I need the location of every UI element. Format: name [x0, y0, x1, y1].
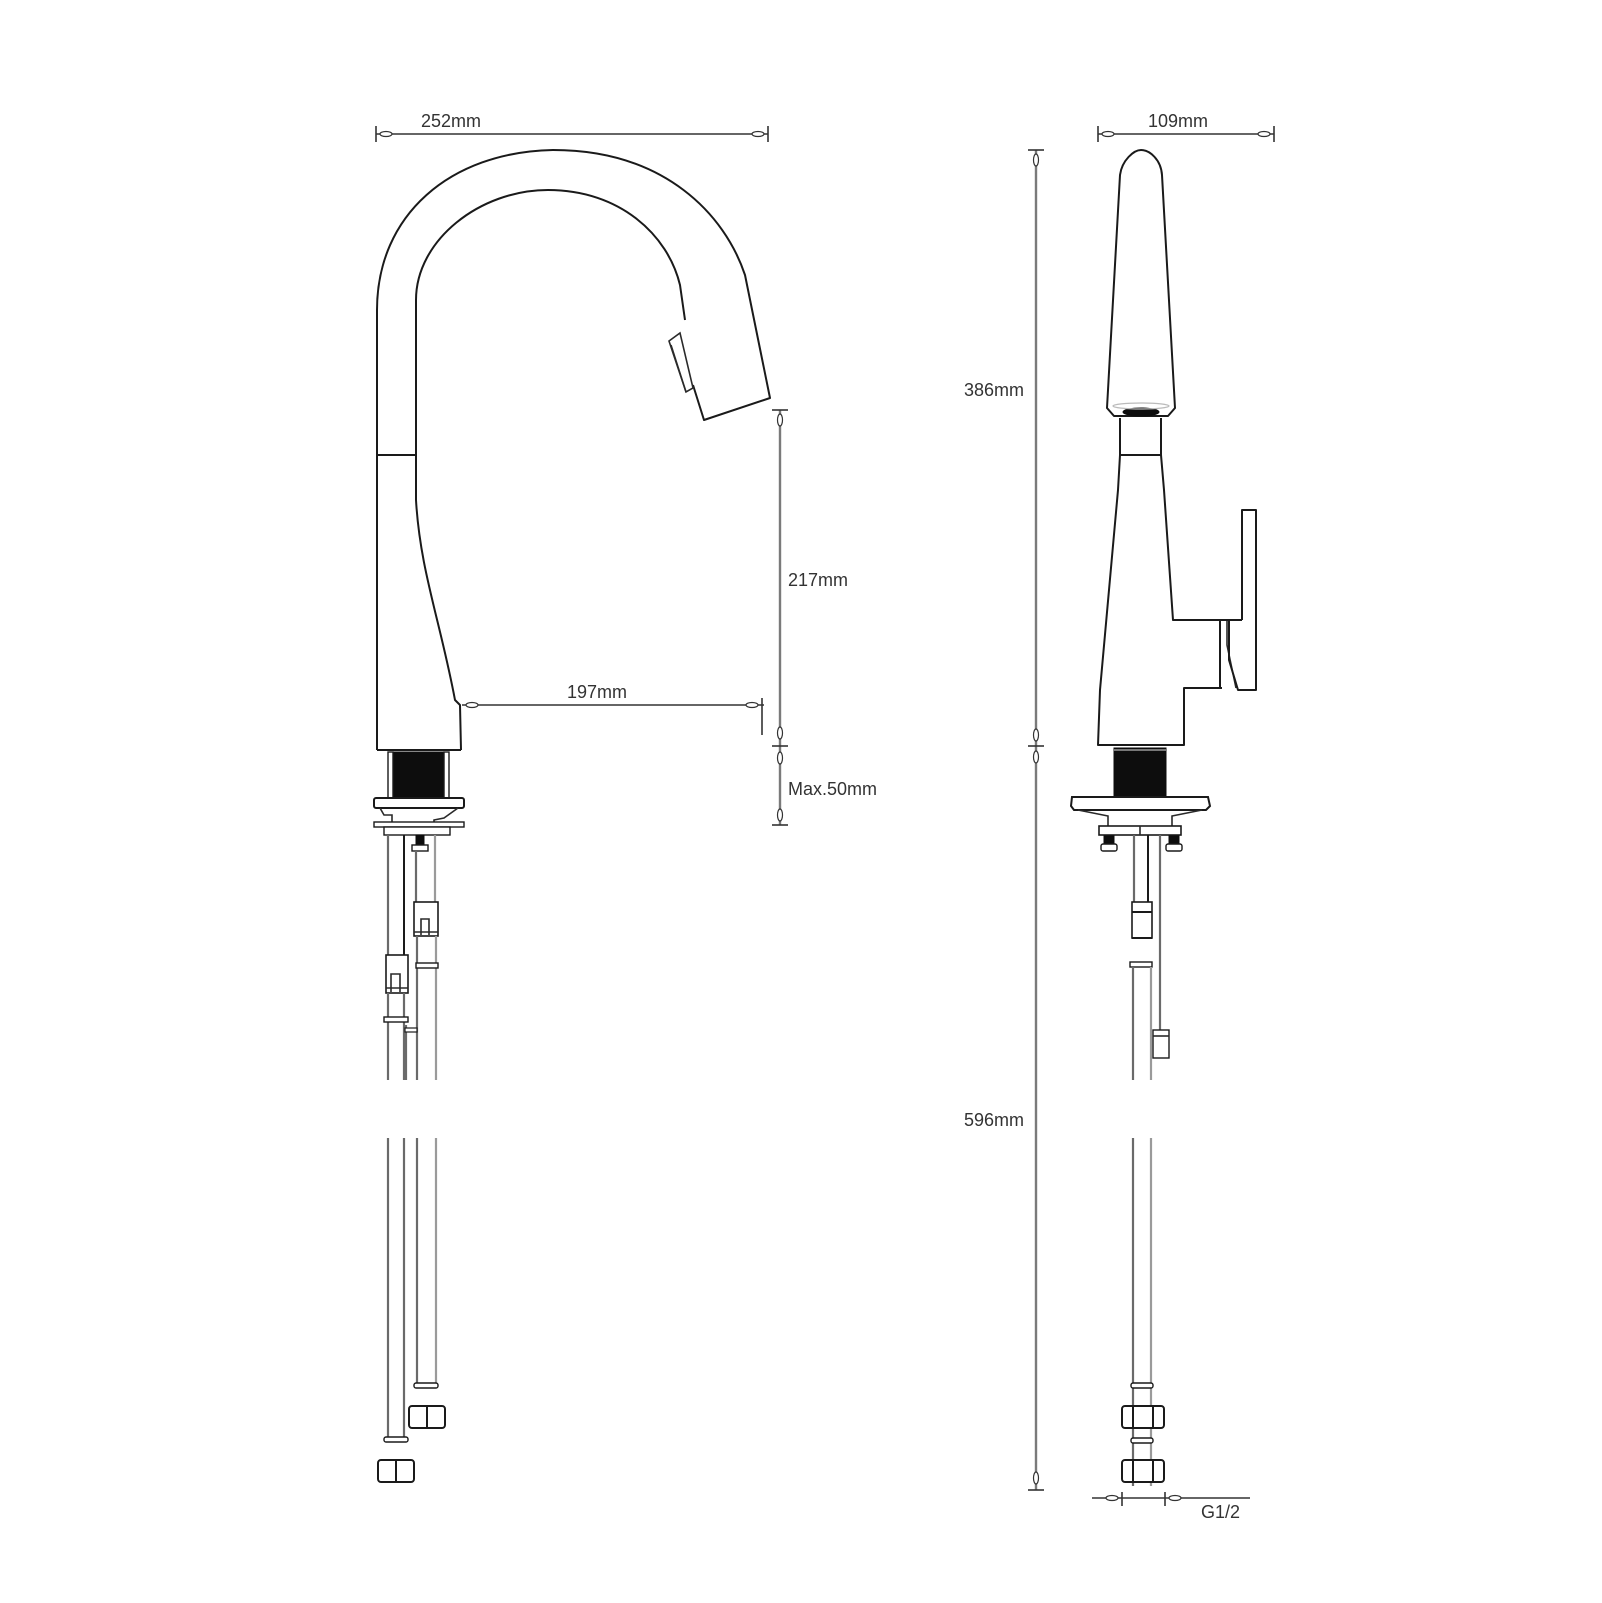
spray-head-outline — [1106, 149, 1176, 417]
mounting-plate — [373, 797, 465, 836]
side-view: 252mm — [373, 111, 877, 1483]
label-g12: G1/2 — [1201, 1502, 1240, 1522]
threaded-shank — [391, 751, 446, 803]
lever-handle — [1228, 509, 1257, 691]
hex-nut-front-lower — [1121, 1459, 1165, 1483]
supply-hoses-upper — [383, 835, 439, 1080]
mounting-plate-front — [1069, 796, 1212, 852]
body-front-curve — [415, 455, 462, 751]
dimension-386mm: 386mm — [964, 149, 1044, 1490]
supply-hoses-front — [1129, 835, 1170, 1080]
hex-nut-front-upper — [1121, 1405, 1165, 1429]
spray-head-button — [668, 331, 694, 394]
label-max-50mm: Max.50mm — [788, 779, 877, 799]
dimension-max-50mm: Max.50mm — [772, 751, 877, 826]
body-outline — [1097, 454, 1222, 746]
front-view: 109mm 386mm 596mm — [964, 111, 1275, 1522]
threaded-shank-front — [1113, 747, 1167, 797]
dimension-252mm: 252mm — [375, 111, 769, 142]
dimension-g12: G1/2 — [1092, 1492, 1250, 1522]
supply-hoses-lower — [377, 1138, 446, 1483]
label-217mm: 217mm — [788, 570, 848, 590]
mounting-screw — [411, 834, 429, 852]
label-109mm: 109mm — [1148, 111, 1208, 131]
spout-outer-outline — [376, 149, 771, 750]
label-386mm: 386mm — [964, 380, 1024, 400]
spray-nozzle — [1122, 407, 1160, 417]
label-252mm: 252mm — [421, 111, 481, 131]
dimension-109mm: 109mm — [1097, 111, 1275, 142]
label-596mm: 596mm — [964, 1110, 1024, 1130]
dimension-197mm: 197mm — [462, 682, 764, 735]
label-197mm: 197mm — [567, 682, 627, 702]
supply-hoses-front-lower — [1121, 1138, 1165, 1486]
dimension-217mm: 217mm — [772, 409, 848, 825]
dimension-596mm: 596mm — [964, 750, 1044, 1491]
spout-inner-outline — [415, 189, 686, 455]
